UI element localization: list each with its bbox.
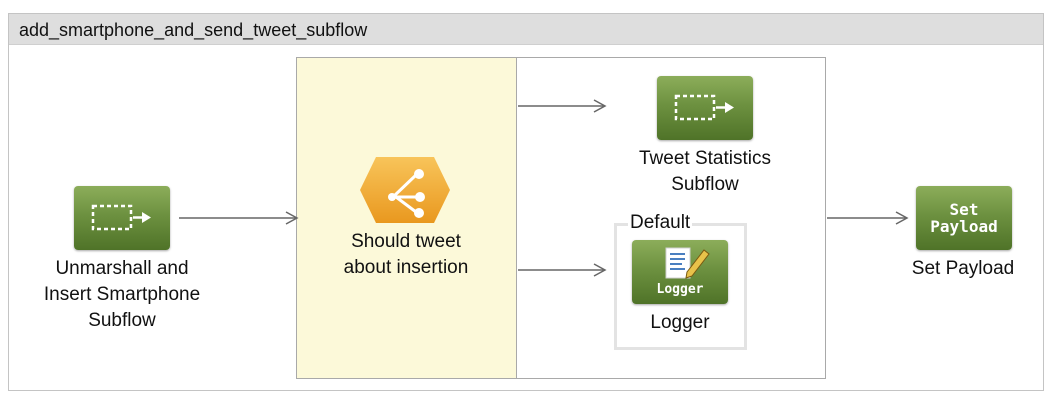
set-payload-icon-text-1: Set — [949, 200, 979, 219]
unmarshall-subflow-label: Unmarshall and Insert Smartphone Subflow — [20, 256, 224, 334]
logger-icon — [665, 247, 710, 279]
tweet-statistics-subflow-label: Tweet Statistics Subflow — [600, 146, 810, 198]
subflow-ref-icon — [91, 204, 151, 231]
arrowhead-1 — [285, 211, 299, 225]
label-line: Should tweet — [351, 231, 461, 252]
unmarshall-subflow-node[interactable] — [74, 186, 170, 250]
set-payload-label: Set Payload — [911, 258, 1015, 279]
choice-router-node[interactable] — [360, 157, 450, 223]
choice-router-icon — [360, 157, 450, 223]
default-route-label: Default — [628, 212, 693, 234]
set-payload-node[interactable]: Set Payload — [916, 186, 1012, 250]
label-line: Unmarshall and — [55, 258, 189, 279]
label-line: about insertion — [343, 257, 469, 278]
label-line: Subflow — [671, 174, 739, 195]
logger-label: Logger — [650, 312, 710, 333]
arrowhead-2 — [593, 99, 607, 113]
label-line: Tweet Statistics — [639, 148, 771, 169]
flow-title: add_smartphone_and_send_tweet_subflow — [19, 20, 368, 40]
logger-icon-text: Logger — [656, 282, 704, 297]
set-payload-icon-text-2: Payload — [930, 217, 998, 236]
flow-title-bar[interactable]: add_smartphone_and_send_tweet_subflow — [9, 14, 1043, 45]
arrowhead-4 — [895, 211, 909, 225]
logger-node[interactable]: Logger — [632, 240, 728, 304]
choice-router-label: Should tweet about insertion — [306, 229, 506, 281]
subflow-ref-icon — [674, 94, 734, 121]
label-line: Subflow — [88, 310, 156, 331]
label-line: Insert Smartphone — [43, 284, 201, 305]
arrowhead-3 — [593, 263, 607, 277]
tweet-statistics-subflow-node[interactable] — [657, 76, 753, 140]
